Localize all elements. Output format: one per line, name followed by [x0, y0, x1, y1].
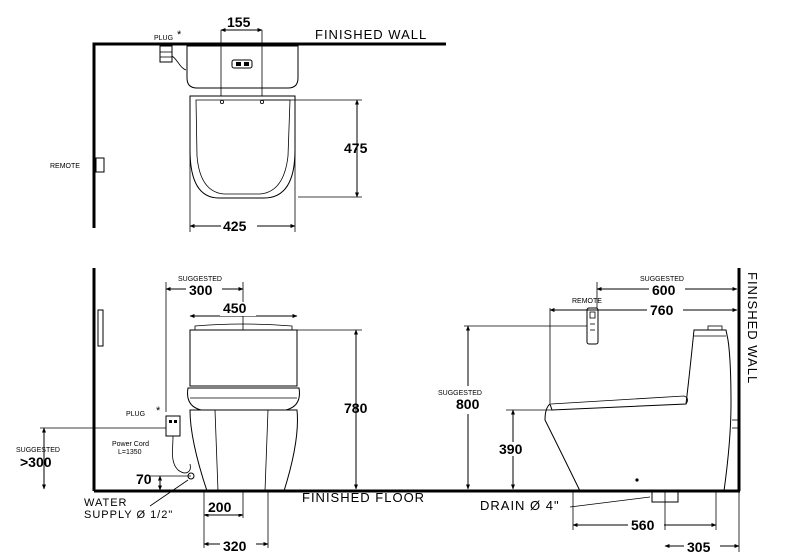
dim-390: 390 — [499, 441, 523, 457]
side-remote-label: REMOTE — [572, 298, 602, 305]
dim-155: 155 — [227, 14, 251, 30]
dim-425: 425 — [223, 218, 247, 234]
power-cord-label: Power Cord — [112, 441, 149, 448]
side-suggested-left-label: SUGGESTED — [438, 390, 482, 397]
front-bowl-outline — [189, 409, 298, 492]
side-view: FINISHED WALL REMOTE DRAIN Ø 4" SUGGESTE… — [436, 268, 760, 555]
top-remote-icon — [95, 157, 105, 173]
dim-560: 560 — [631, 517, 655, 533]
front-view: FINISHED FLOOR PLUG * Power Cord L=1350 … — [16, 268, 740, 554]
dim-gt300: >300 — [20, 454, 52, 470]
side-remote-icon — [586, 307, 599, 345]
side-toilet-outline — [544, 329, 732, 492]
finished-floor-label: FINISHED FLOOR — [302, 490, 425, 505]
top-seat-outline — [189, 95, 296, 199]
plug-icon — [159, 45, 187, 71]
dim-320: 320 — [223, 538, 247, 554]
dim-305: 305 — [687, 539, 711, 555]
front-lid-outline — [187, 387, 300, 411]
side-finished-wall-label: FINISHED WALL — [745, 272, 760, 384]
power-cord-length: L=1350 — [118, 449, 142, 456]
top-tank-outline — [186, 45, 299, 89]
top-plug-label: PLUG — [154, 35, 173, 42]
dim-760: 760 — [650, 302, 674, 318]
front-tank-outline — [189, 329, 298, 387]
front-plug-icon — [165, 415, 181, 437]
top-view: FINISHED WALL PLUG * REMOTE 155 — [50, 14, 446, 234]
dim-300: 300 — [189, 282, 213, 298]
dim-70: 70 — [136, 471, 152, 487]
dim-200: 200 — [208, 499, 232, 515]
drain-label: DRAIN Ø 4" — [480, 498, 560, 513]
dim-800: 800 — [456, 396, 480, 412]
water-label: WATER — [84, 497, 128, 509]
dim-600: 600 — [652, 282, 676, 298]
dim-780: 780 — [344, 400, 368, 416]
front-plug-asterisk: * — [156, 405, 161, 417]
front-remote-icon — [97, 309, 104, 347]
dim-475: 475 — [344, 140, 368, 156]
top-remote-label: REMOTE — [50, 163, 80, 170]
water-supply-size-label: SUPPLY Ø 1/2" — [84, 509, 173, 521]
front-suggested-left-label: SUGGESTED — [16, 447, 60, 454]
front-plug-label: PLUG — [126, 411, 145, 418]
side-suggested-600-label: SUGGESTED — [640, 276, 684, 283]
front-suggested-300-label: SUGGESTED — [178, 276, 222, 283]
dim-450: 450 — [223, 300, 247, 316]
flush-button-icon — [231, 59, 253, 69]
top-finished-wall-label: FINISHED WALL — [315, 27, 427, 42]
top-wall-line — [92, 42, 446, 228]
top-plug-asterisk: * — [177, 29, 182, 41]
